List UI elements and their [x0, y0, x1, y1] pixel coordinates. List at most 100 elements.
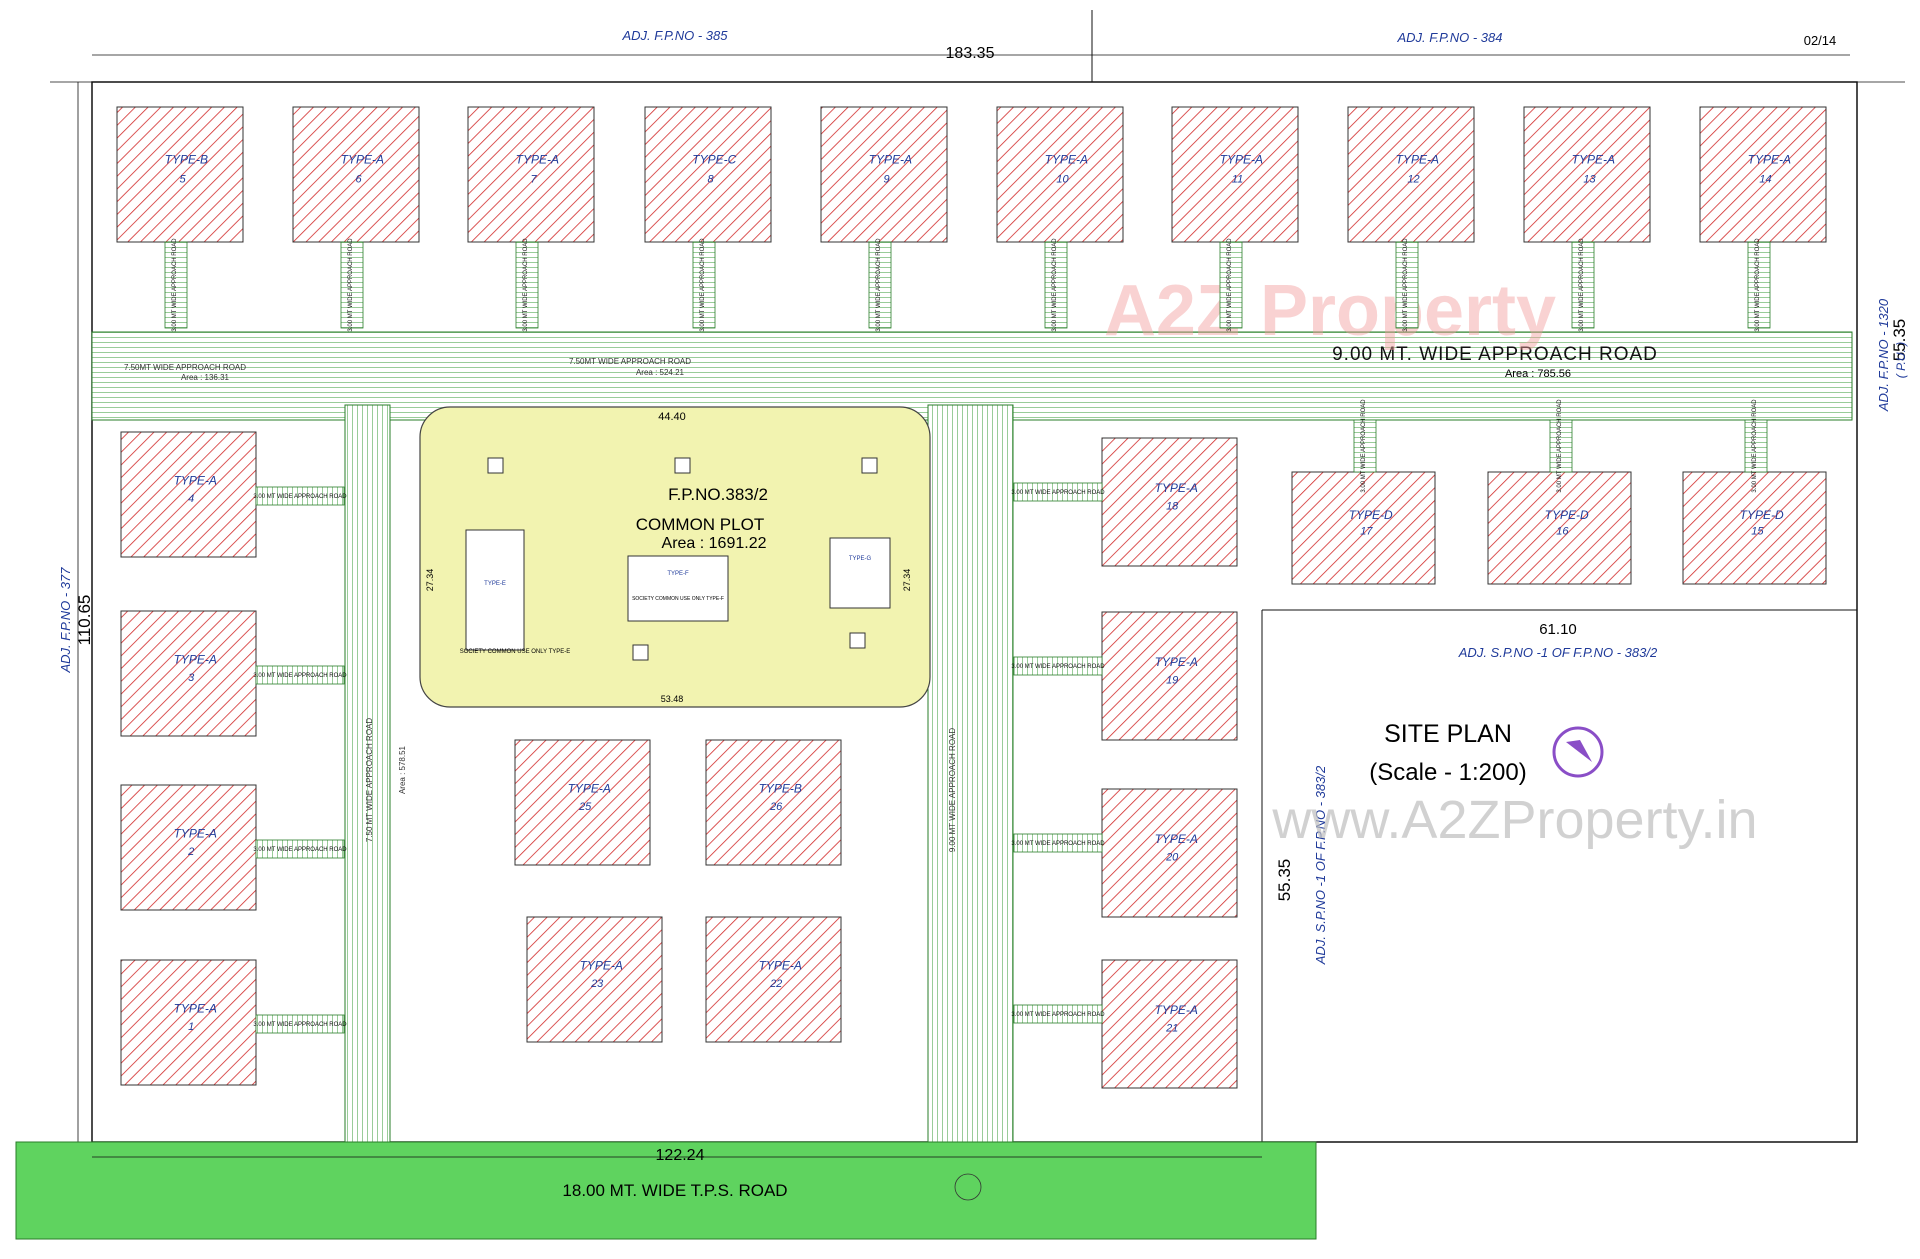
adj-left: ADJ. F.P.NO - 377 [58, 567, 73, 674]
unit-center-26: TYPE-B26 [705, 739, 842, 866]
unit-center-26-type: TYPE-B [759, 782, 802, 796]
approach-left-2: 3.00 MT WIDE APPROACH ROAD [253, 839, 347, 859]
approach-right-21: 3.00 MT WIDE APPROACH ROAD [1011, 1004, 1105, 1024]
unit-top-14-type: TYPE-A [1748, 153, 1791, 167]
approach-left-1: 3.00 MT WIDE APPROACH ROAD [253, 1014, 347, 1034]
vertical-right-road-label: 9.00 MT WIDE APPROACH ROAD [948, 728, 957, 853]
unit-top-11: TYPE-A11 [1171, 106, 1299, 243]
svg-text:3.00 MT WIDE APPROACH ROAD: 3.00 MT WIDE APPROACH ROAD [1579, 238, 1585, 332]
main-road-label: 9.00 MT. WIDE APPROACH ROAD [1332, 344, 1658, 365]
svg-text:3.00 MT WIDE APPROACH ROAD: 3.00 MT WIDE APPROACH ROAD [1227, 238, 1233, 332]
dim-inner-right: 55.35 [1275, 859, 1294, 902]
dim-top: 183.35 [946, 45, 995, 62]
unit-right-21-number: 21 [1165, 1023, 1178, 1035]
svg-text:3.00 MT WIDE APPROACH ROAD: 3.00 MT WIDE APPROACH ROAD [253, 1022, 347, 1028]
amenity-type-g-label: TYPE-G [849, 556, 872, 562]
sheet-number: 02/14 [1804, 33, 1837, 48]
svg-text:3.00 MT WIDE APPROACH ROAD: 3.00 MT WIDE APPROACH ROAD [172, 238, 178, 332]
amenity-type-e: TYPE-E SOCIETY COMMON USE ONLY TYPE-E [460, 529, 570, 655]
unit-left-1-number: 1 [188, 1021, 194, 1033]
unit-top-7: TYPE-A7 [467, 106, 595, 243]
unit-top-5-number: 5 [179, 174, 186, 186]
approach-top-7: 3.00 MT WIDE APPROACH ROAD [515, 238, 539, 332]
approach-right-20: 3.00 MT WIDE APPROACH ROAD [1011, 833, 1105, 853]
svg-text:3.00 MT WIDE APPROACH ROAD: 3.00 MT WIDE APPROACH ROAD [1011, 841, 1105, 847]
unit-top-9: TYPE-A 9 [820, 106, 948, 243]
unit-top-10: TYPE-A10 [996, 106, 1124, 243]
left-road-area: Area : 136.31 [181, 373, 230, 382]
unit-right-18: TYPE-A 18 [1101, 437, 1238, 567]
unit-top-13: TYPE-A13 [1523, 106, 1651, 243]
units-layer: TYPE-B53.00 MT WIDE APPROACH ROADTYPE-A6… [116, 106, 1827, 1089]
approach-left-4: 3.00 MT WIDE APPROACH ROAD [253, 486, 347, 506]
unit-center-23-number: 23 [590, 978, 604, 990]
unit-left-2: TYPE-A2 [120, 784, 257, 911]
unit-rightrow-15-number: 15 [1751, 526, 1764, 538]
approach-top-5: 3.00 MT WIDE APPROACH ROAD [164, 238, 188, 332]
unit-top-6-number: 6 [355, 174, 362, 186]
amenity-type-f: TYPE-F SOCIETY COMMON USE ONLY TYPE-F [627, 555, 729, 622]
tps-road-label: 18.00 MT. WIDE T.P.S. ROAD [562, 1181, 787, 1200]
amenity-type-f-label: TYPE-F [667, 571, 689, 577]
unit-left-4-type: TYPE-A [174, 474, 217, 488]
unit-top-5-type: TYPE-B [165, 153, 208, 167]
common-plot-area: Area : 1691.22 [662, 535, 767, 552]
adj-inner-right: ADJ. S.P.NO -1 OF F.P.NO - 383/2 [1313, 765, 1328, 965]
unit-rightrow-17-number: 17 [1360, 526, 1373, 538]
adj-right: ADJ. F.P.NO - 1320 [1876, 298, 1891, 412]
unit-right-20-type: TYPE-A [1155, 832, 1198, 846]
amenity-type-e-label: TYPE-E [484, 581, 506, 587]
unit-top-14: TYPE-A 14 [1699, 106, 1827, 243]
unit-left-1: TYPE-A1 [120, 959, 257, 1086]
watermark-logo: A2Z Property [1104, 271, 1556, 351]
approach-top-11: 3.00 MT WIDE APPROACH ROAD [1219, 238, 1243, 332]
unit-center-25-type: TYPE-A [568, 782, 611, 796]
unit-rightrow-16-number: 16 [1556, 526, 1569, 538]
unit-top-8-type: TYPE-C [692, 153, 736, 167]
svg-text:3.00 MT WIDE APPROACH ROAD: 3.00 MT WIDE APPROACH ROAD [700, 238, 706, 332]
approach-rightrow-17: 3.00 MT WIDE APPROACH ROAD [1353, 399, 1377, 493]
amenity-type-g: TYPE-G [829, 537, 891, 609]
main-road-area: Area : 785.56 [1505, 368, 1571, 380]
approach-right-18: 3.00 MT WIDE APPROACH ROAD [1011, 482, 1105, 502]
tps-road [15, 1141, 1317, 1240]
approach-top-6: 3.00 MT WIDE APPROACH ROAD [340, 238, 364, 332]
svg-text:3.00 MT WIDE APPROACH ROAD: 3.00 MT WIDE APPROACH ROAD [876, 238, 882, 332]
unit-right-20-number: 20 [1165, 852, 1179, 864]
unit-rightrow-17: TYPE-D17 [1291, 471, 1436, 585]
svg-text:3.00 MT WIDE APPROACH ROAD: 3.00 MT WIDE APPROACH ROAD [253, 847, 347, 853]
unit-center-22-type: TYPE-A [759, 959, 802, 973]
svg-text:3.00 MT WIDE APPROACH ROAD: 3.00 MT WIDE APPROACH ROAD [1755, 238, 1761, 332]
unit-right-19-type: TYPE-A [1155, 655, 1198, 669]
unit-top-14-number: 14 [1759, 174, 1771, 186]
unit-top-10-number: 10 [1056, 174, 1069, 186]
vertical-left-road-area: Area : 578.51 [398, 745, 407, 794]
unit-top-12-type: TYPE-A [1396, 153, 1439, 167]
inner-road-label: 7.50MT WIDE APPROACH ROAD [569, 357, 691, 366]
unit-right-18-type: TYPE-A [1155, 481, 1198, 495]
unit-top-8: TYPE-C8 [644, 106, 772, 243]
unit-right-18-number: 18 [1166, 501, 1179, 513]
unit-top-6: TYPE-A6 [292, 106, 420, 243]
unit-top-11-type: TYPE-A [1220, 153, 1263, 167]
approach-top-10: 3.00 MT WIDE APPROACH ROAD [1044, 238, 1068, 332]
adj-mid-right: ADJ. S.P.NO -1 OF F.P.NO - 383/2 [1458, 645, 1658, 660]
adj-top-right: ADJ. F.P.NO - 384 [1396, 30, 1502, 45]
unit-top-13-type: TYPE-A [1572, 153, 1615, 167]
dim-common-width: 44.40 [658, 411, 686, 423]
unit-rightrow-15-type: TYPE-D [1740, 508, 1784, 522]
north-arrow-icon [1552, 726, 1604, 778]
vertical-road-right [927, 404, 1014, 1146]
dim-left: 110.65 [75, 595, 94, 646]
inner-road-area: Area : 524.21 [636, 368, 685, 377]
approach-top-13: 3.00 MT WIDE APPROACH ROAD [1571, 238, 1595, 332]
unit-top-9-number: 9 [883, 174, 889, 186]
unit-top-9-type: TYPE-A [869, 153, 912, 167]
unit-rightrow-16: TYPE-D16 [1487, 471, 1632, 585]
approach-rightrow-15: 3.00 MT WIDE APPROACH ROAD [1744, 399, 1768, 493]
unit-left-4-number: 4 [188, 493, 194, 505]
dim-mid-right: 61.10 [1539, 621, 1577, 638]
unit-top-7-number: 7 [530, 174, 537, 186]
adj-right-sub: ( P.U. ) [1894, 342, 1908, 378]
